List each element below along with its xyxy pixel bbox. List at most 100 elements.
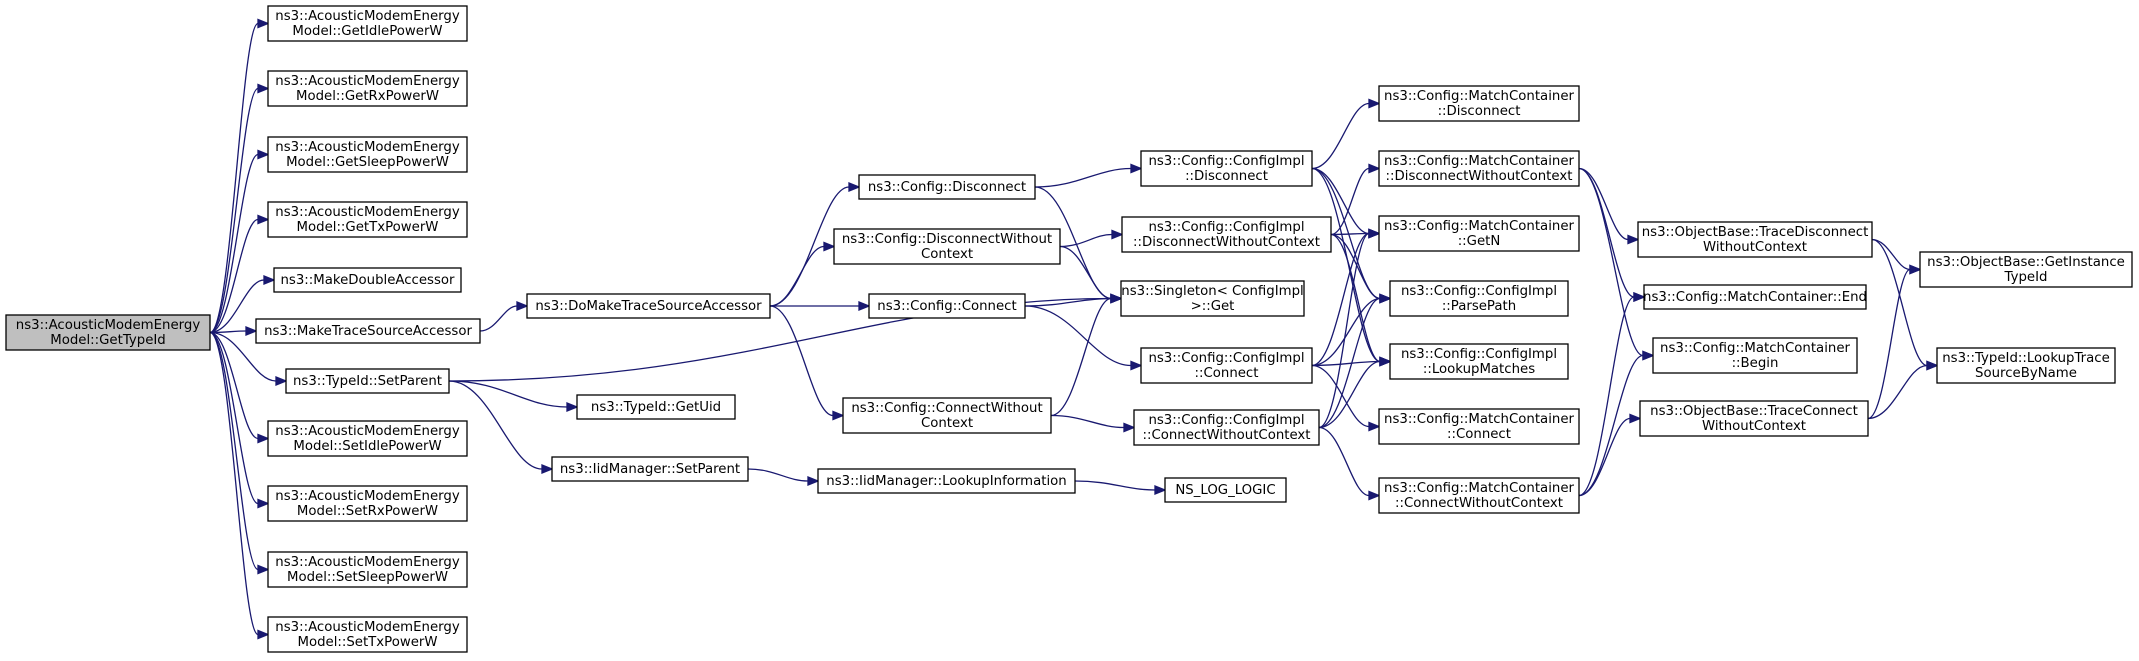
node-box bbox=[1389, 280, 1569, 317]
node-label: ns3::DoMakeTraceSourceAccessor bbox=[535, 299, 762, 314]
function-node-obtraceconnwc[interactable]: ns3::ObjectBase::TraceConnectWithoutCont… bbox=[1639, 400, 1869, 437]
function-node-ciconnwc[interactable]: ns3::Config::ConfigImpl::ConnectWithoutC… bbox=[1133, 409, 1320, 446]
function-node-cfgconnect[interactable]: ns3::Config::Connect bbox=[868, 293, 1026, 319]
node-label: ns3::AcousticModemEnergy bbox=[275, 489, 460, 504]
node-label: ns3::ObjectBase::GetInstance bbox=[1927, 255, 2125, 270]
function-node-mcconnwc[interactable]: ns3::Config::MatchContainer::ConnectWith… bbox=[1378, 477, 1580, 514]
edge-line bbox=[1330, 233, 1381, 363]
call-edge-mcconnwc-to-obtraceconnwc bbox=[1578, 413, 1642, 497]
function-node-setparent[interactable]: ns3::TypeId::SetParent bbox=[285, 368, 450, 394]
node-label: ns3::TypeId::LookupTrace bbox=[1942, 351, 2110, 366]
node-label: ::Connect bbox=[1195, 366, 1259, 381]
edge-line bbox=[209, 22, 259, 334]
function-node-gettx[interactable]: ns3::AcousticModemEnergyModel::GetTxPowe… bbox=[267, 201, 468, 238]
call-edge-setparent-to-iidsetparent bbox=[448, 380, 554, 474]
node-box bbox=[817, 468, 1076, 494]
call-edge-root-to-setidle bbox=[209, 331, 270, 444]
call-edge-cfgconnwc-to-singleton bbox=[1050, 293, 1123, 417]
function-node-mcdisconnect[interactable]: ns3::Config::MatchContainer::Disconnect bbox=[1378, 85, 1580, 122]
node-label: ns3::Config::MatchContainer::End bbox=[1643, 290, 1867, 305]
edge-arrowhead bbox=[257, 149, 270, 160]
call-edge-mcconnwc-to-mcbegin bbox=[1578, 350, 1655, 497]
edge-line bbox=[1059, 245, 1112, 300]
node-label: ns3::Config::Disconnect bbox=[868, 180, 1026, 195]
node-label: ::ParsePath bbox=[1442, 299, 1516, 314]
edge-line bbox=[1311, 364, 1370, 428]
edge-line bbox=[1074, 480, 1156, 491]
call-edge-ciconnwc-to-ciparse bbox=[1318, 293, 1392, 429]
function-node-ciparse[interactable]: ns3::Config::ConfigImpl::ParsePath bbox=[1389, 280, 1569, 317]
function-node-settx[interactable]: ns3::AcousticModemEnergyModel::SetTxPowe… bbox=[267, 616, 468, 653]
edge-line bbox=[769, 305, 834, 417]
node-box bbox=[1140, 150, 1313, 187]
edge-line bbox=[769, 245, 825, 307]
call-edge-mcdiscwc-to-mcend bbox=[1578, 167, 1646, 302]
edge-arrowhead bbox=[257, 18, 270, 29]
node-label: Model::SetIdlePowerW bbox=[293, 439, 441, 454]
node-label: ns3::Config::ConfigImpl bbox=[1401, 284, 1557, 299]
function-node-setidle[interactable]: ns3::AcousticModemEnergyModel::SetIdlePo… bbox=[267, 420, 468, 457]
edge-arrowhead bbox=[1110, 293, 1123, 304]
call-edge-cfgdiscwc-to-cidiscwc bbox=[1059, 229, 1124, 248]
edge-line bbox=[209, 279, 265, 334]
function-node-mcbegin[interactable]: ns3::Config::MatchContainer::Begin bbox=[1652, 337, 1858, 374]
function-node-iidsetparent[interactable]: ns3::IidManager::SetParent bbox=[551, 456, 749, 482]
function-node-cidiscwc[interactable]: ns3::Config::ConfigImpl::DisconnectWitho… bbox=[1121, 216, 1332, 253]
node-box bbox=[1919, 251, 2133, 288]
call-edge-root-to-makedouble bbox=[209, 275, 276, 334]
edge-arrowhead bbox=[1627, 234, 1640, 245]
function-node-mcend[interactable]: ns3::Config::MatchContainer::End bbox=[1643, 284, 1867, 310]
function-node-ciconnect[interactable]: ns3::Config::ConfigImpl::Connect bbox=[1140, 347, 1313, 384]
node-label: Model::GetTypeId bbox=[50, 333, 165, 348]
node-label: Model::GetTxPowerW bbox=[297, 220, 439, 235]
node-label: Context bbox=[921, 247, 973, 262]
call-edge-root-to-setrx bbox=[209, 331, 270, 509]
function-node-getuid[interactable]: ns3::TypeId::GetUid bbox=[576, 394, 736, 420]
node-label: ns3::Config::MatchContainer bbox=[1384, 89, 1574, 104]
function-node-nslog[interactable]: NS_LOG_LOGIC bbox=[1164, 477, 1287, 503]
edge-arrowhead bbox=[245, 326, 258, 336]
function-node-cfgconnwc[interactable]: ns3::Config::ConnectWithoutContext bbox=[842, 397, 1052, 434]
node-label: Model::SetSleepPowerW bbox=[287, 570, 448, 585]
function-node-mcconnect[interactable]: ns3::Config::MatchContainer::Connect bbox=[1378, 408, 1580, 445]
edge-arrowhead bbox=[257, 214, 270, 225]
function-node-maketrace[interactable]: ns3::MakeTraceSourceAccessor bbox=[255, 318, 481, 344]
function-node-getidle[interactable]: ns3::AcousticModemEnergyModel::GetIdlePo… bbox=[267, 5, 468, 42]
call-edge-root-to-getsleep bbox=[209, 149, 270, 334]
node-box bbox=[267, 5, 468, 42]
function-node-obtracediscwc[interactable]: ns3::ObjectBase::TraceDisconnectWithoutC… bbox=[1637, 221, 1873, 258]
node-box bbox=[833, 228, 1061, 265]
node-box bbox=[1643, 284, 1867, 310]
function-node-cfgdisconnect[interactable]: ns3::Config::Disconnect bbox=[858, 174, 1036, 200]
edge-arrowhead bbox=[275, 376, 288, 386]
function-node-cidisconnect[interactable]: ns3::Config::ConfigImpl::Disconnect bbox=[1140, 150, 1313, 187]
function-node-getrx[interactable]: ns3::AcousticModemEnergyModel::GetRxPowe… bbox=[267, 70, 468, 107]
function-node-getsleep[interactable]: ns3::AcousticModemEnergyModel::GetSleepP… bbox=[267, 136, 468, 173]
function-node-setsleep[interactable]: ns3::AcousticModemEnergyModel::SetSleepP… bbox=[267, 551, 468, 588]
node-label: ns3::ObjectBase::TraceDisconnect bbox=[1642, 225, 1869, 240]
function-node-singleton[interactable]: ns3::Singleton< ConfigImpl >::Get bbox=[1120, 280, 1305, 317]
node-box bbox=[1121, 216, 1332, 253]
call-edge-mcdiscwc-to-mcbegin bbox=[1578, 167, 1655, 361]
function-node-cilookup[interactable]: ns3::Config::ConfigImpl::LookupMatches bbox=[1389, 343, 1569, 380]
node-label: SourceByName bbox=[1975, 366, 2077, 381]
node-label: ::Disconnect bbox=[1185, 169, 1268, 184]
function-node-mcdiscwc[interactable]: ns3::Config::MatchContainer::DisconnectW… bbox=[1378, 150, 1580, 187]
node-box bbox=[267, 201, 468, 238]
function-node-setrx[interactable]: ns3::AcousticModemEnergyModel::SetRxPowe… bbox=[267, 485, 468, 522]
function-node-mcgetn[interactable]: ns3::Config::MatchContainer::GetN bbox=[1378, 215, 1580, 252]
node-label: ::GetN bbox=[1458, 234, 1501, 249]
edge-line bbox=[209, 87, 259, 334]
node-label: ns3::Config::MatchContainer bbox=[1660, 341, 1850, 356]
function-node-lookupinfo[interactable]: ns3::IidManager::LookupInformation bbox=[817, 468, 1076, 494]
function-node-domake[interactable]: ns3::DoMakeTraceSourceAccessor bbox=[526, 293, 771, 319]
function-node-cfgdiscwc[interactable]: ns3::Config::DisconnectWithoutContext bbox=[833, 228, 1061, 265]
edge-line bbox=[1024, 297, 1112, 307]
function-node-makedouble[interactable]: ns3::MakeDoubleAccessor bbox=[273, 267, 462, 293]
node-label: ::Begin bbox=[1732, 356, 1779, 371]
edge-line bbox=[1330, 233, 1381, 300]
edge-line bbox=[1330, 167, 1370, 236]
